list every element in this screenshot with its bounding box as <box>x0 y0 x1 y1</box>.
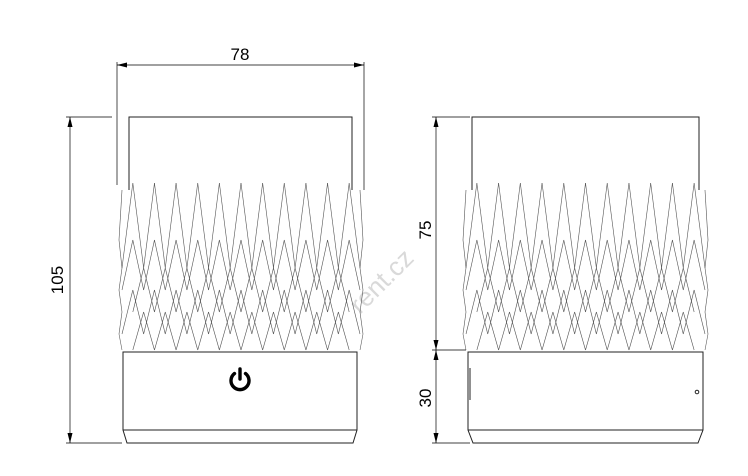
height-dimension: 105 <box>48 116 122 444</box>
watermark: rent.cz <box>343 243 419 319</box>
width-dimension: 78 <box>116 45 365 190</box>
front-facet-pattern <box>118 182 364 351</box>
power-icon <box>229 367 251 392</box>
side-top-outline <box>471 116 700 190</box>
side-base-port <box>694 389 700 395</box>
side-height-dimensions: 75 30 <box>416 116 470 444</box>
base-section-label: 30 <box>416 389 435 408</box>
front-view <box>118 116 364 444</box>
side-view <box>462 116 709 444</box>
height-label: 105 <box>48 266 67 294</box>
front-top-outline <box>128 116 353 190</box>
top-section-label: 75 <box>416 221 435 240</box>
width-label: 78 <box>231 45 250 64</box>
side-facet-pattern <box>462 182 709 351</box>
side-base <box>467 351 704 444</box>
front-base <box>122 351 358 444</box>
